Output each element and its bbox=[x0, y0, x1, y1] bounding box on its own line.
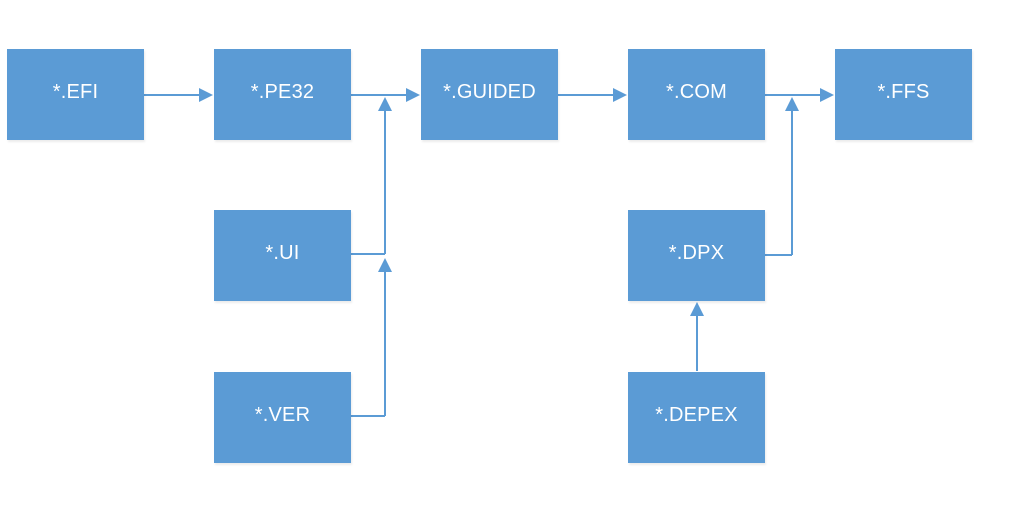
node-efi: *.EFI bbox=[7, 49, 144, 140]
node-depex: *.DEPEX bbox=[628, 372, 765, 463]
edge-com-to-ffs bbox=[765, 88, 834, 102]
node-guided: *.GUIDED bbox=[421, 49, 558, 140]
edge-ui-to-guided bbox=[351, 97, 392, 255]
node-guided-label: *.GUIDED bbox=[443, 81, 536, 103]
edge-pe32-to-guided bbox=[351, 88, 420, 102]
node-ffs-label: *.FFS bbox=[877, 81, 930, 103]
edge-dpx-to-ffs bbox=[765, 97, 799, 256]
node-ver: *.VER bbox=[214, 372, 351, 463]
node-efi-label: *.EFI bbox=[52, 81, 99, 103]
node-ui-label: *.UI bbox=[265, 242, 300, 264]
node-ver-label: *.VER bbox=[254, 404, 311, 426]
edge-ver-to-guided bbox=[351, 258, 392, 417]
node-ffs: *.FFS bbox=[835, 49, 972, 140]
edge-guided-to-com bbox=[558, 88, 627, 102]
node-dpx: *.DPX bbox=[628, 210, 765, 301]
node-ui: *.UI bbox=[214, 210, 351, 301]
node-com-label: *.COM bbox=[666, 81, 727, 103]
edge-depex-to-dpx bbox=[690, 302, 704, 371]
node-pe32: *.PE32 bbox=[214, 49, 351, 140]
edge-efi-to-pe32 bbox=[144, 88, 213, 102]
node-pe32-label: *.PE32 bbox=[250, 81, 315, 103]
node-com: *.COM bbox=[628, 49, 765, 140]
node-dpx-label: *.DPX bbox=[668, 242, 725, 264]
node-depex-label: *.DEPEX bbox=[655, 404, 738, 426]
